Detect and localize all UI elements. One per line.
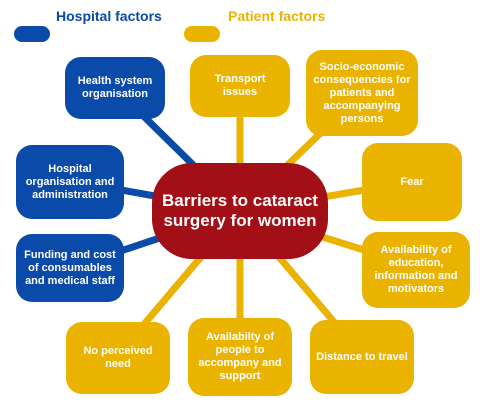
node-education-label: Availability of education, information a… <box>374 244 458 295</box>
node-fear-label: Fear <box>400 175 424 188</box>
node-hospital-organisation-label: Hospital organisation and administration <box>25 162 115 201</box>
legend-patient-swatch <box>184 26 220 42</box>
node-accompany: Availabilty of people to accompany and s… <box>188 318 292 396</box>
node-distance: Distance to travel <box>310 320 414 394</box>
node-fear: Fear <box>362 143 462 221</box>
node-hospital-organisation: Hospital organisation and administration <box>16 145 124 219</box>
node-no-perceived-need-label: No perceived need <box>83 345 153 370</box>
center-node: Barriers to cataract surgery for women <box>152 163 328 259</box>
legend-hospital-swatch <box>14 26 50 42</box>
node-health-system-label: Health system organisation <box>77 75 153 100</box>
node-accompany-label: Availabilty of people to accompany and s… <box>198 331 282 382</box>
node-education: Availability of education, information a… <box>362 232 470 308</box>
legend-patient-label: Patient factors <box>228 8 326 24</box>
node-no-perceived-need: No perceived need <box>66 322 170 394</box>
node-socio-economic: Socio-economic consequencies for patient… <box>306 50 418 136</box>
node-health-system: Health system organisation <box>65 57 165 119</box>
node-funding-label: Funding and cost of consumables and medi… <box>24 248 116 287</box>
center-node-label: Barriers to cataract surgery for women <box>162 191 318 230</box>
node-socio-economic-label: Socio-economic consequencies for patient… <box>313 60 411 125</box>
node-funding: Funding and cost of consumables and medi… <box>16 234 124 302</box>
node-transport-label: Transport issues <box>214 73 266 98</box>
node-distance-label: Distance to travel <box>316 350 408 363</box>
node-transport: Transport issues <box>190 55 290 117</box>
legend-hospital-label: Hospital factors <box>56 8 162 24</box>
